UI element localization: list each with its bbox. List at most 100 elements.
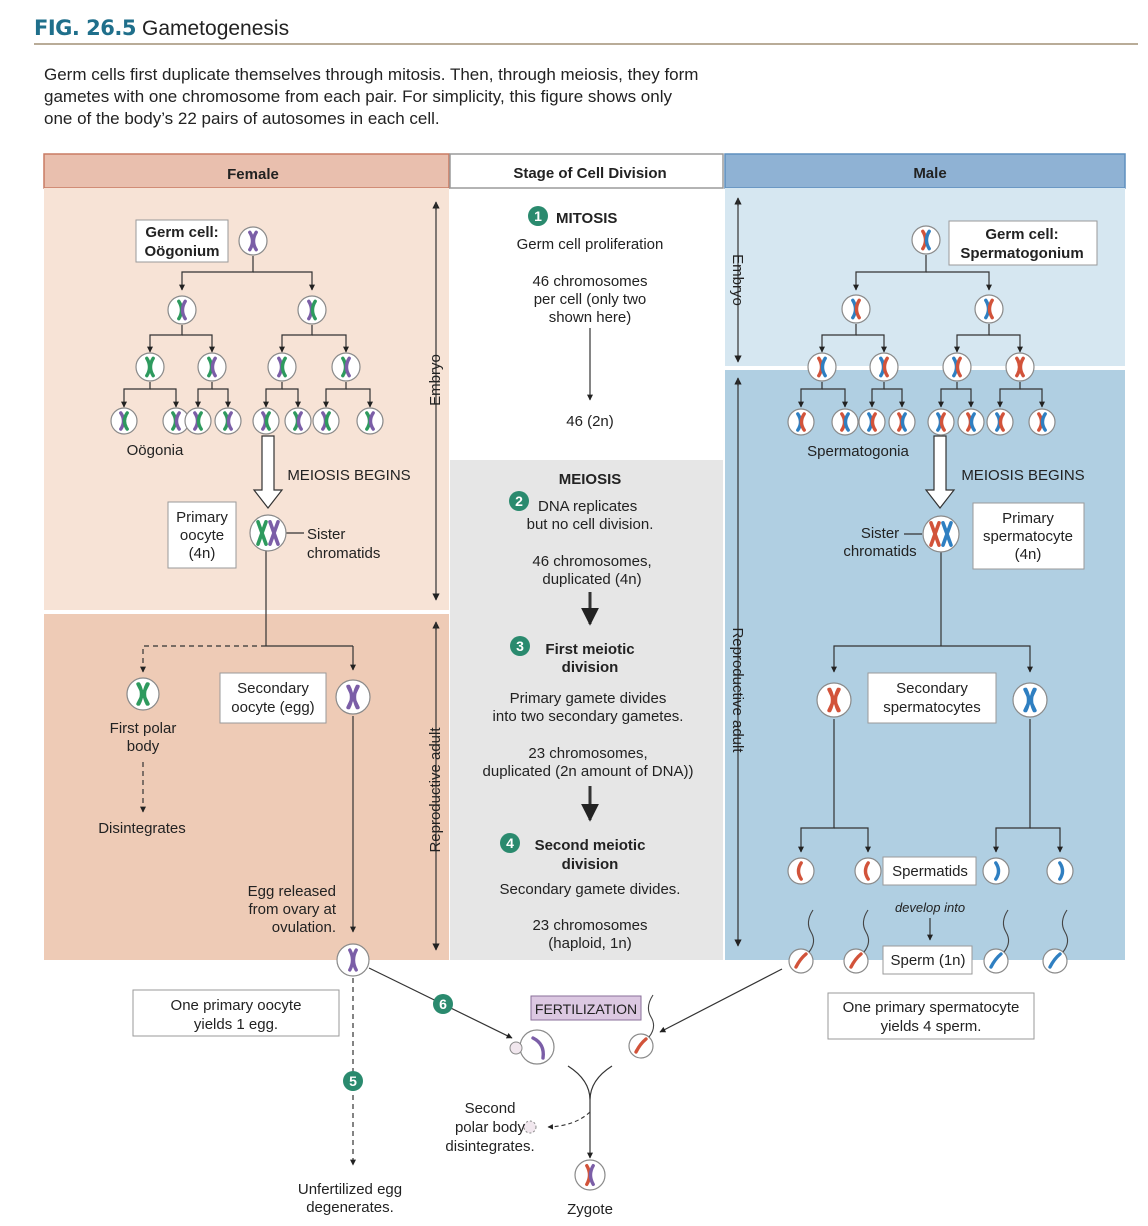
primary-oocyte-cell: [249, 514, 287, 552]
chromosome: [1018, 356, 1025, 378]
oogonia-cell: [356, 407, 384, 435]
cell-membrane: [787, 857, 815, 885]
chromosome: [351, 948, 358, 972]
male-daughter-cell: [841, 294, 871, 324]
chromosome: [799, 412, 806, 432]
connector-line: [121, 382, 151, 408]
chromosome: [955, 356, 962, 378]
oogonium-cell: [238, 226, 268, 256]
female-yield-label: yields 1 egg.: [194, 1016, 278, 1033]
step-2-badge: [509, 491, 529, 511]
male-meiosis-begins-arrow: [924, 435, 956, 509]
primary-oocyte-box: [167, 501, 237, 569]
step4-chromosomes: 23 chromosomes: [532, 917, 647, 934]
chromosome: [900, 412, 907, 432]
sperm-chromosome: [989, 952, 1003, 969]
connector-line: [282, 388, 301, 408]
connector-line: [957, 388, 974, 408]
connector-lines: [121, 197, 1063, 1166]
released-egg-cell: [336, 943, 370, 977]
stage-header: [449, 153, 724, 189]
connector-line: [822, 388, 848, 408]
spermatogonia-cell: [787, 408, 815, 436]
first-polar-body-label: First polar: [110, 720, 177, 737]
step2-line1: DNA replicates: [538, 498, 637, 515]
chromosome: [210, 356, 217, 378]
sperm-cell: [983, 909, 1010, 974]
first-polar-body-cell: [126, 677, 160, 711]
chromosome: [820, 356, 827, 378]
sperm-to-fertilization: [659, 968, 783, 1033]
chromosome: [264, 411, 271, 431]
primary-spermatocyte-label: (4n): [1015, 546, 1042, 563]
cell-membrane: [854, 857, 882, 885]
chromosome: [969, 412, 976, 432]
spermatogonia-cell: [858, 408, 886, 436]
spermatogonia-label: Spermatogonia: [807, 443, 909, 460]
egg-released-label: from ovary at: [248, 901, 336, 918]
meiosis-title: MEIOSIS: [559, 471, 622, 488]
secondary-oocyte-cell: [335, 679, 371, 715]
mitosis-result: 46 (2n): [566, 413, 614, 430]
connector-line: [1030, 827, 1063, 853]
secondary-oocyte-box: [219, 672, 327, 724]
primary-spermatocyte-label: spermatocyte: [983, 528, 1073, 545]
cell-membrane: [982, 857, 1010, 885]
spermatogonia-cell: [986, 408, 1014, 436]
connector-line: [856, 334, 887, 353]
chromosome: [148, 356, 155, 378]
cell-membrane: [922, 515, 960, 553]
spermatid-cell: [1046, 857, 1074, 885]
male-meiosis-begins: MEIOSIS BEGINS: [961, 467, 1084, 484]
sperm-chromosome: [794, 952, 808, 969]
unfertilized-label: Unfertilized egg: [298, 1181, 402, 1198]
chromosome: [987, 298, 994, 320]
connector-line: [997, 382, 1021, 408]
proliferating-cell: [135, 352, 165, 382]
connector-line: [253, 271, 315, 291]
connector-line: [926, 271, 992, 291]
step3-title: division: [562, 659, 619, 676]
male-sister-chromatids-label: Sister: [861, 525, 899, 542]
chromosome: [324, 411, 331, 431]
step-5-badge-number: 5: [349, 1073, 357, 1089]
male-daughter-cell: [974, 294, 1004, 324]
connector-line: [869, 382, 885, 408]
sperm-tail: [807, 909, 815, 953]
male-proliferating-cell: [807, 352, 837, 382]
connector-line: [140, 645, 266, 673]
figure-intro: Germ cells first duplicate themselves th…: [44, 65, 699, 128]
step-3-badge-number: 3: [516, 638, 524, 654]
cell-membrane: [249, 514, 287, 552]
sperm-tail: [1061, 909, 1069, 953]
fertilizing-sperm: [628, 994, 655, 1059]
oogonia-cell: [214, 407, 242, 435]
sperm-tail: [1002, 909, 1010, 953]
male-proliferating-cell: [869, 352, 899, 382]
oogonia-cell: [312, 407, 340, 435]
unfertilized-label: degenerates.: [306, 1199, 394, 1216]
sperm-cell: [843, 909, 870, 974]
male-germ-cell-box: [948, 220, 1098, 266]
secondary-spermatocytes-label: spermatocytes: [883, 699, 981, 716]
proliferating-cell: [197, 352, 227, 382]
daughter-cell: [167, 295, 197, 325]
connector-line: [263, 382, 283, 408]
mitosis-title: MITOSIS: [556, 210, 617, 227]
female-yield-label: One primary oocyte: [171, 997, 302, 1014]
figure-title: Gametogenesis: [142, 17, 290, 40]
sperm-chromosome: [849, 952, 863, 969]
step3-desc: into two secondary gametes.: [493, 708, 684, 725]
zygote-merge: [567, 1065, 613, 1101]
chromatid-pair: [827, 687, 841, 713]
sperm-box: [882, 945, 973, 975]
second-polar-label: disintegrates.: [445, 1138, 534, 1155]
cell-membrane: [1046, 857, 1074, 885]
primary-spermatocyte-cell: [922, 515, 960, 553]
sister-chromatids-label: Sister: [307, 526, 345, 543]
connector-line: [954, 324, 990, 353]
spermatid-cell: [787, 857, 815, 885]
primary-spermatocyte-box: [972, 502, 1085, 570]
step4-chromosomes: (haploid, 1n): [548, 935, 631, 952]
